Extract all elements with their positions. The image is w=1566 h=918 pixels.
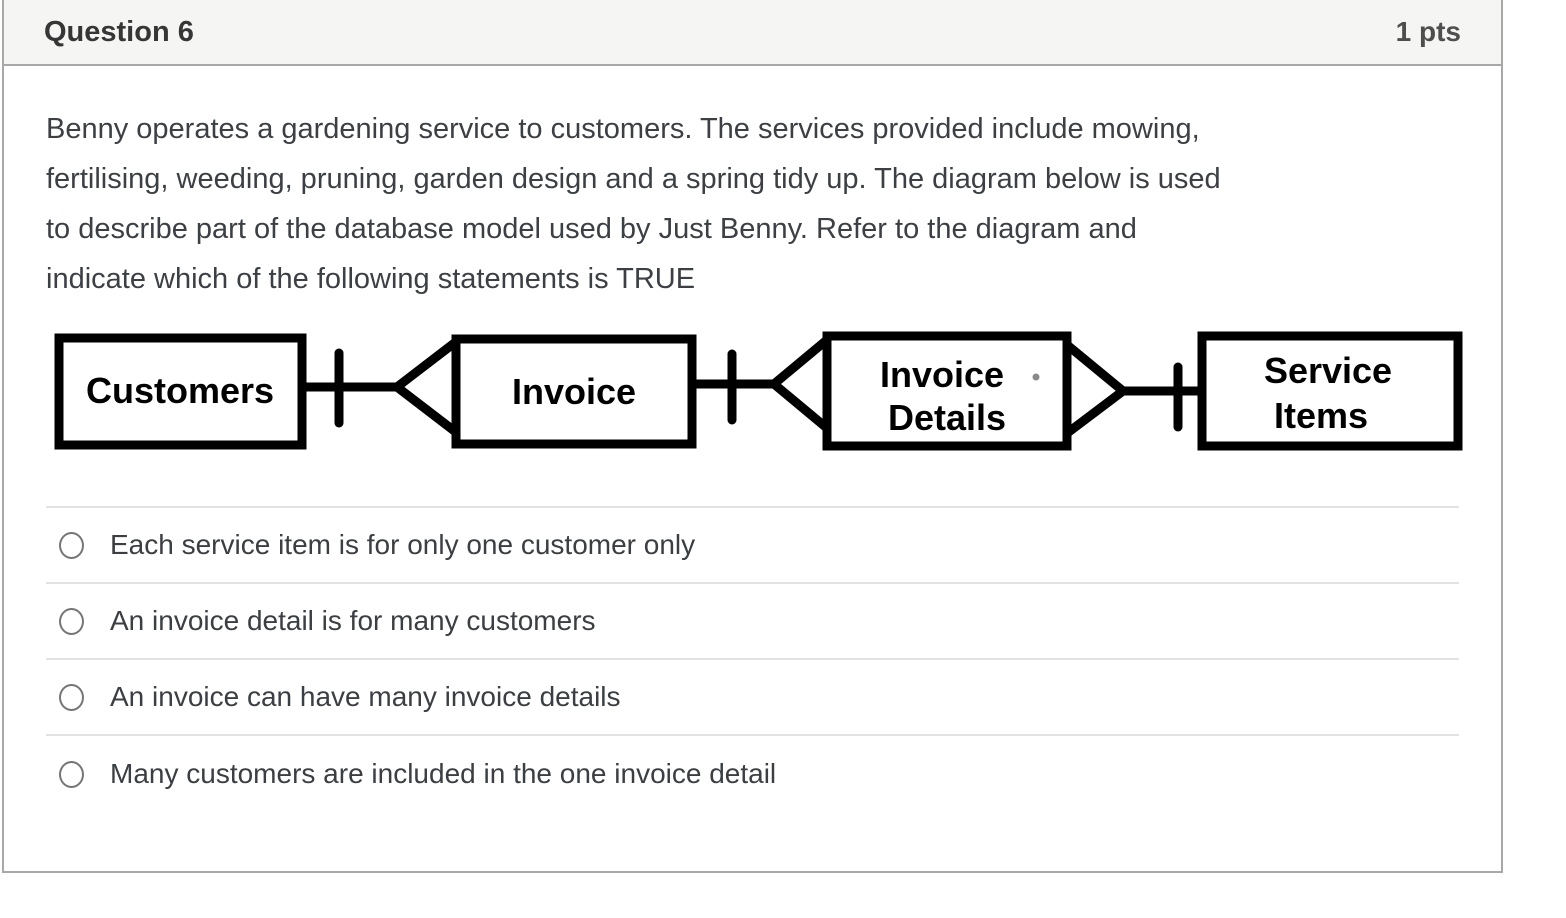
erd-diagram-image: Customers Invoice Invoice Details bbox=[46, 321, 1463, 461]
crowfoot-many-icon bbox=[1063, 387, 1126, 438]
question-text-line: fertilising, weeding, pruning, garden de… bbox=[46, 163, 1221, 195]
question-header: Question 6 1 pts bbox=[4, 0, 1501, 66]
answer-option-row[interactable]: An invoice detail is for many customers bbox=[46, 584, 1459, 660]
answer-option-label[interactable]: An invoice can have many invoice details bbox=[110, 681, 621, 712]
entity-box-customers bbox=[54, 333, 307, 450]
radio-button[interactable] bbox=[59, 760, 84, 788]
entity-box-invoice-details bbox=[822, 331, 1072, 451]
question-text-line: indicate which of the following statemen… bbox=[46, 263, 696, 295]
question-points-badge: 1 pts bbox=[1395, 16, 1461, 47]
erd-diagram: Customers Invoice Invoice Details bbox=[54, 331, 1463, 451]
entity-label-invoice-details-line2: Details bbox=[888, 397, 1006, 438]
question-title: Question 6 bbox=[44, 15, 194, 48]
answer-option-row[interactable]: Many customers are included in the one i… bbox=[46, 736, 1459, 812]
entity-label-invoice: Invoice bbox=[512, 371, 636, 412]
answer-option-label[interactable]: Many customers are included in the one i… bbox=[110, 758, 777, 789]
answer-option-label[interactable]: An invoice detail is for many customers bbox=[110, 605, 596, 636]
crowfoot-many-icon bbox=[394, 383, 460, 437]
question-panel: Question 6 1 pts Benny operates a garden… bbox=[2, 0, 1503, 873]
answer-option-row[interactable]: Each service item is for only one custom… bbox=[46, 508, 1459, 584]
entity-label-service-items-line1: Service bbox=[1264, 350, 1392, 391]
radio-button[interactable] bbox=[59, 607, 84, 635]
crowfoot-many-icon bbox=[771, 380, 831, 433]
question-body: Benny operates a gardening service to cu… bbox=[4, 66, 1501, 812]
question-text-line: to describe part of the database model u… bbox=[46, 213, 1137, 245]
answer-option-label[interactable]: Each service item is for only one custom… bbox=[110, 529, 696, 560]
radio-button[interactable] bbox=[59, 683, 84, 711]
question-text-line: Benny operates a gardening service to cu… bbox=[46, 113, 1200, 145]
entity-label-customers: Customers bbox=[86, 370, 274, 411]
entity-label-invoice-details-line1: Invoice bbox=[880, 354, 1004, 395]
radio-button[interactable] bbox=[59, 531, 84, 559]
answer-options-list: Each service item is for only one custom… bbox=[46, 506, 1459, 812]
entity-box-service-items bbox=[1197, 331, 1463, 451]
entity-label-service-items-line2: Items bbox=[1274, 395, 1368, 436]
crowfoot-many-icon bbox=[1063, 340, 1126, 395]
crowfoot-many-icon bbox=[771, 335, 831, 388]
entity-box-invoice bbox=[451, 334, 697, 449]
crowfoot-many-icon bbox=[394, 337, 460, 391]
answer-option-row[interactable]: An invoice can have many invoice details bbox=[46, 660, 1459, 736]
question-text: Benny operates a gardening service to cu… bbox=[46, 104, 1466, 304]
stray-dot bbox=[1032, 373, 1040, 381]
